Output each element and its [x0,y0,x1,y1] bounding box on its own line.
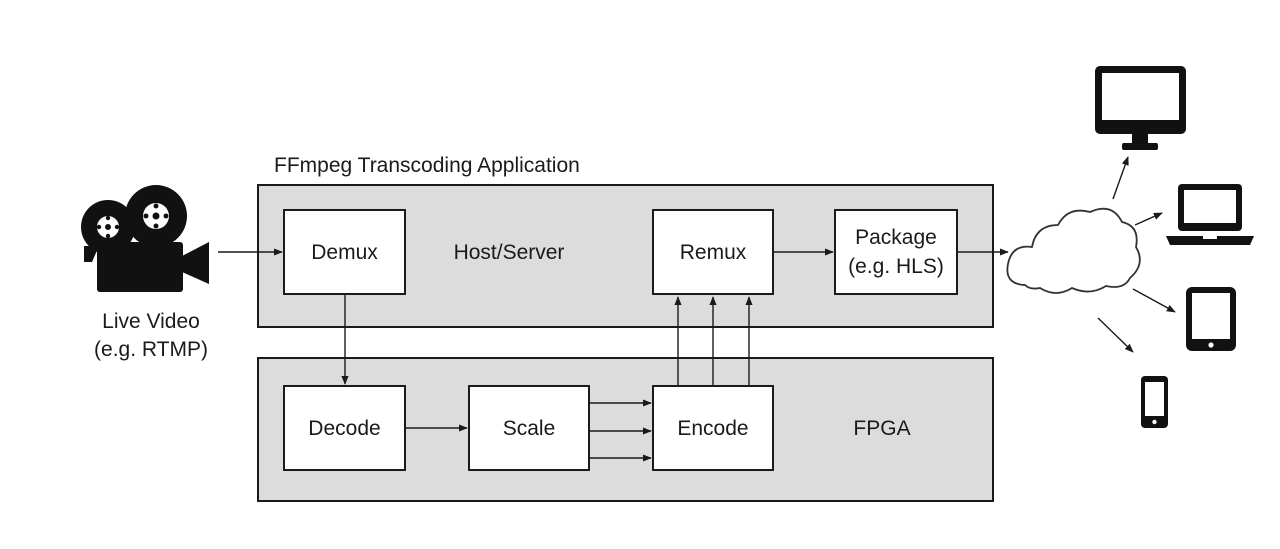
arrow-cloud-to-tablet [1132,288,1176,313]
source-label-line1: Live Video [102,310,200,333]
arrow-cloud-to-desktop [1112,156,1129,200]
source-label-line2: (e.g. RTMP) [94,338,208,361]
arrow-cloud-to-phone [1097,317,1134,353]
tablet-icon [1186,287,1236,351]
remux-block: Remux [652,209,774,295]
movie-camera-icon [81,185,209,292]
scale-block: Scale [468,385,590,471]
demux-block: Demux [283,209,406,295]
cloud-icon [1006,207,1141,294]
laptop-icon [1166,184,1254,245]
arrow-cloud-to-laptop [1134,212,1163,226]
package-label-line1: Package [855,226,937,249]
encode-block: Encode [652,385,774,471]
package-label-line2: (e.g. HLS) [848,255,944,278]
remux-label: Remux [680,241,747,264]
scale-label: Scale [503,417,556,440]
encode-label: Encode [677,417,748,440]
decode-block: Decode [283,385,406,471]
host-server-label: Host/Server [454,241,565,264]
fpga-label: FPGA [853,417,910,440]
decode-label: Decode [308,417,380,440]
desktop-monitor-icon [1095,66,1186,150]
app-title: FFmpeg Transcoding Application [274,154,580,177]
package-block: Package (e.g. HLS) [834,209,958,295]
demux-label: Demux [311,241,378,264]
smartphone-icon [1141,376,1168,428]
